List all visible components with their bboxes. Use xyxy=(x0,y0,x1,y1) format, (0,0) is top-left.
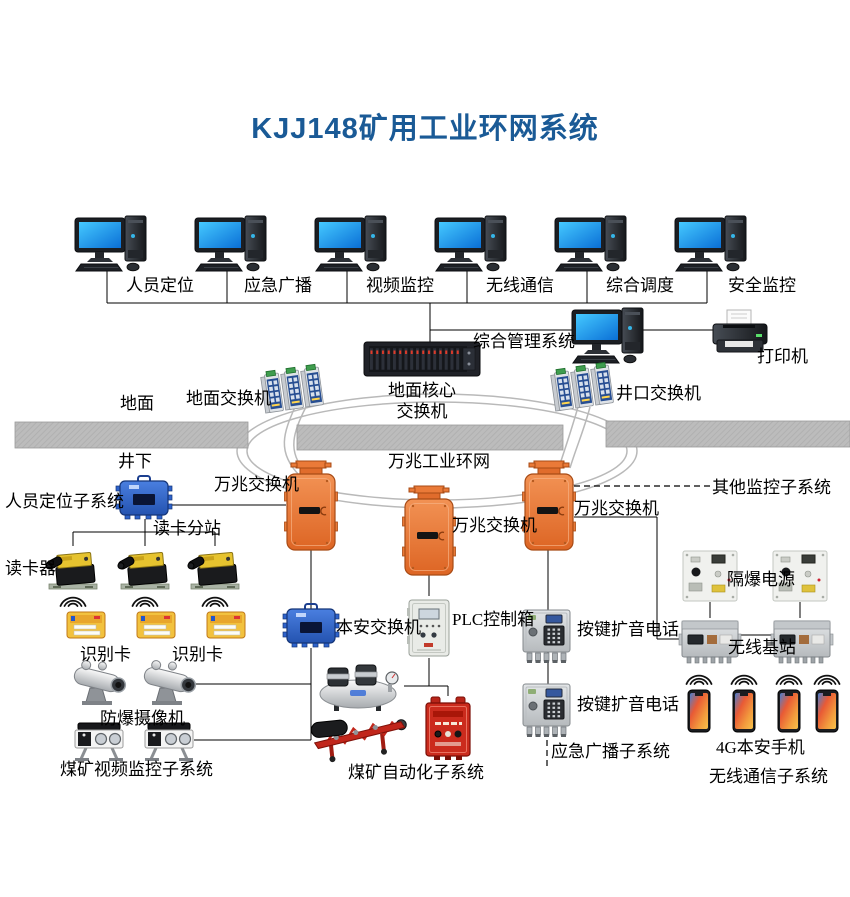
workstation-computer-icon-6 xyxy=(674,215,747,272)
smartphone-icon-2 xyxy=(732,689,756,733)
video-subsystem-label: 煤矿视频监控子系统 xyxy=(60,760,213,779)
management-system-computer-icon xyxy=(571,307,644,364)
core-switch-rack-icon xyxy=(363,341,481,377)
wifi-waves-icon xyxy=(685,674,713,685)
workstation-computer-icon-3 xyxy=(314,215,387,272)
printer-label: 打印机 xyxy=(757,347,808,366)
workstation-label-4: 无线通信 xyxy=(486,276,554,295)
id-card-icon-1 xyxy=(66,611,106,639)
ten-gig-switch-icon-middle xyxy=(401,485,457,576)
id-card-icon-3 xyxy=(206,611,246,639)
compressor-machine-icon xyxy=(319,664,399,712)
mine-starter-box-icon xyxy=(425,696,471,761)
base-station-label: 无线基站 xyxy=(728,638,796,657)
ten-gig-switch-label-middle: 万兆交换机 xyxy=(452,516,537,535)
other-subsystem-label: 其他监控子系统 xyxy=(712,478,831,497)
management-system-label: 综合管理系统 xyxy=(473,332,575,351)
ten-gig-switch-label-left: 万兆交换机 xyxy=(214,475,299,494)
card-reader-icon-3 xyxy=(185,551,240,590)
wifi-waves-icon xyxy=(730,674,758,685)
wifi-waves-icon xyxy=(131,596,159,607)
ten-gig-switch-label-right: 万兆交换机 xyxy=(574,499,659,518)
flameproof-power-label: 隔爆电源 xyxy=(727,570,795,589)
wifi-waves-icon xyxy=(813,674,841,685)
dashed-connector-lines xyxy=(546,485,711,768)
wifi-waves-icon xyxy=(59,596,87,607)
id-card-label-2: 识别卡 xyxy=(172,645,223,664)
smartphone-icon-3 xyxy=(777,689,801,733)
workstation-label-2: 应急广播 xyxy=(244,276,312,295)
plc-label: PLC控制箱 xyxy=(452,610,535,629)
connector-lines xyxy=(72,270,801,741)
workstation-label-6: 安全监控 xyxy=(728,276,796,295)
smartphone-icon-4 xyxy=(815,689,839,733)
core-switch-label: 地面核心 交换机 xyxy=(388,381,456,422)
smartphone-icon-1 xyxy=(687,689,711,733)
safe-switch-label: 本安交换机 xyxy=(336,618,421,637)
wellhead-switch-label: 井口交换机 xyxy=(616,384,701,403)
workstation-label-5: 综合调度 xyxy=(606,276,674,295)
surface-label: 地面 xyxy=(120,394,154,413)
workstation-label-1: 人员定位 xyxy=(126,276,194,295)
belt-conveyor-icon xyxy=(308,711,412,766)
ground-level-bar xyxy=(14,420,850,451)
card-substation-label: 读卡分站 xyxy=(153,519,221,538)
underground-label: 井下 xyxy=(118,452,152,471)
explosionproof-camera-label: 防爆摄像机 xyxy=(100,709,185,728)
wellhead-switch-group-icon xyxy=(549,361,615,412)
workstation-computer-icon-5 xyxy=(554,215,627,272)
safe-switch-icon xyxy=(282,603,340,648)
id-card-icon-2 xyxy=(136,611,176,639)
card-reader-substation-icon xyxy=(115,475,173,520)
page-title: KJJ148矿用工业环网系统 xyxy=(251,113,599,145)
card-reader-icon-2 xyxy=(115,551,170,590)
id-card-label-1: 识别卡 xyxy=(80,645,131,664)
loudspeaker-phone-icon-2 xyxy=(522,683,571,738)
ground-switch-label: 地面交换机 xyxy=(186,389,271,408)
workstation-label-3: 视频监控 xyxy=(366,276,434,295)
workstation-computer-icon-1 xyxy=(74,215,147,272)
personnel-subsystem-label: 人员定位子系统 xyxy=(5,492,124,511)
wireless-subsystem-label: 无线通信子系统 xyxy=(709,767,828,786)
workstation-computer-icon-4 xyxy=(434,215,507,272)
loudspeaker-phone-label-1: 按键扩音电话 xyxy=(577,620,679,639)
automation-subsystem-label: 煤矿自动化子系统 xyxy=(348,763,484,782)
card-reader-label: 读卡器 xyxy=(5,559,56,578)
broadcast-subsystem-label: 应急广播子系统 xyxy=(551,742,670,761)
workstation-computer-icon-2 xyxy=(194,215,267,272)
wifi-waves-icon xyxy=(201,596,229,607)
loudspeaker-phone-label-2: 按键扩音电话 xyxy=(577,695,679,714)
ring-network-label: 万兆工业环网 xyxy=(388,452,490,471)
handset-label: 4G本安手机 xyxy=(716,738,805,757)
ten-gig-switch-icon-right xyxy=(521,460,577,551)
wifi-waves-icon xyxy=(775,674,803,685)
